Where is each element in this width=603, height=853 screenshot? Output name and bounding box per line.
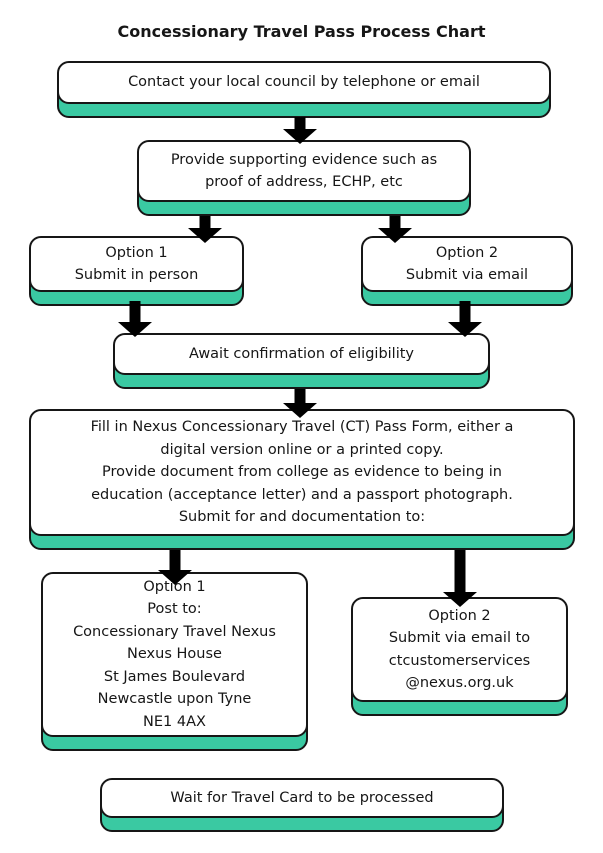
flow-node-supporting-evidence-label: Provide supporting evidence such as proo…	[137, 140, 471, 202]
arrow-stem	[459, 301, 471, 323]
arrow-stem	[294, 117, 306, 130]
flow-node-option2-submit-via-email: Option 2 Submit via email	[361, 236, 573, 306]
flow-node-await-confirmation-label: Await confirmation of eligibility	[113, 333, 490, 375]
flow-node-fill-in-ct-pass-form-label: Fill in Nexus Concessionary Travel (CT) …	[29, 409, 575, 536]
arrow-down-icon	[158, 550, 192, 585]
arrow-down-icon	[188, 216, 222, 243]
arrow-stem	[169, 550, 181, 571]
arrow-down-icon	[443, 550, 477, 607]
flow-node-option1-submit-in-person: Option 1 Submit in person	[29, 236, 244, 306]
arrow-down-icon	[448, 301, 482, 337]
flow-node-option2-email-address: Option 2 Submit via email to ctcustomers…	[351, 597, 568, 716]
arrow-head	[443, 592, 477, 607]
flow-node-wait-for-travel-card: Wait for Travel Card to be processed	[100, 778, 504, 832]
arrow-down-icon	[283, 389, 317, 418]
flow-node-supporting-evidence: Provide supporting evidence such as proo…	[137, 140, 471, 216]
arrow-head	[118, 322, 152, 337]
arrow-stem	[129, 301, 141, 323]
arrow-stem	[199, 216, 211, 229]
arrow-stem	[454, 550, 466, 593]
flow-node-contact-council: Contact your local council by telephone …	[57, 61, 551, 118]
arrow-stem	[294, 389, 306, 404]
flow-node-await-confirmation: Await confirmation of eligibility	[113, 333, 490, 389]
flow-node-contact-council-label: Contact your local council by telephone …	[57, 61, 551, 104]
arrow-head	[448, 322, 482, 337]
flow-node-fill-in-ct-pass-form: Fill in Nexus Concessionary Travel (CT) …	[29, 409, 575, 550]
flow-node-option2-submit-via-email-label: Option 2 Submit via email	[361, 236, 573, 292]
arrow-down-icon	[118, 301, 152, 337]
arrow-stem	[389, 216, 401, 229]
arrow-head	[188, 228, 222, 243]
arrow-head	[378, 228, 412, 243]
flow-node-option1-post-address: Option 1 Post to: Concessionary Travel N…	[41, 572, 308, 751]
arrow-down-icon	[283, 117, 317, 144]
arrow-head	[283, 129, 317, 144]
flow-node-option1-post-address-label: Option 1 Post to: Concessionary Travel N…	[41, 572, 308, 737]
arrow-down-icon	[378, 216, 412, 243]
page-title: Concessionary Travel Pass Process Chart	[117, 22, 486, 41]
flow-node-option1-submit-in-person-label: Option 1 Submit in person	[29, 236, 244, 292]
flow-node-option2-email-address-label: Option 2 Submit via email to ctcustomers…	[351, 597, 568, 702]
arrow-head	[283, 403, 317, 418]
flow-node-wait-for-travel-card-label: Wait for Travel Card to be processed	[100, 778, 504, 818]
arrow-head	[158, 570, 192, 585]
